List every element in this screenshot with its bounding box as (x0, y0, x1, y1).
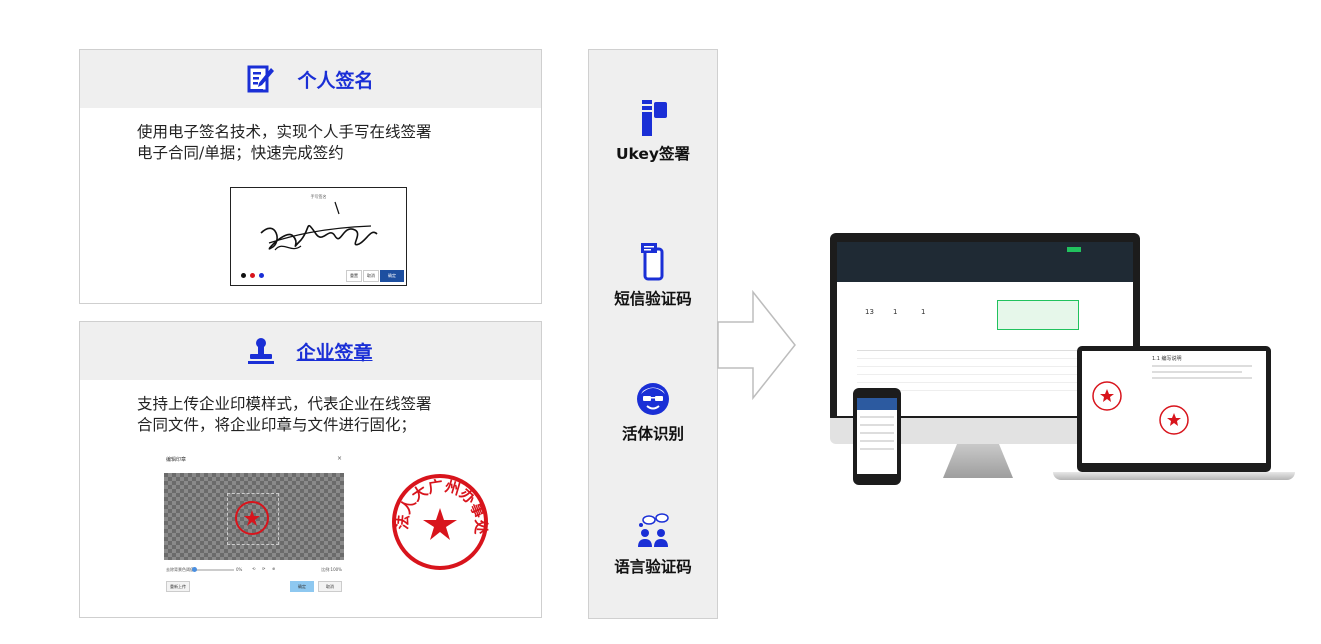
refresh-icon[interactable]: ⟳ (262, 566, 266, 571)
company-seal-description: 支持上传企业印模样式，代表企业在线签署 合同文件，将企业印章与文件进行固化； (137, 395, 432, 434)
company-seal-image: 法人大广州办事处 (392, 474, 490, 570)
company-seal-title: 企业签章 (296, 341, 373, 364)
threshold-value: 0% (236, 567, 243, 572)
personal-sign-title: 个人签名 (297, 69, 374, 92)
zoom-label: 比例:100% (321, 567, 342, 572)
stat-value: 13 (865, 308, 874, 316)
pen-document-icon (247, 65, 275, 93)
seal-canvas[interactable] (164, 473, 344, 560)
cancel-button[interactable]: 取消 (363, 270, 379, 282)
personal-sign-description: 使用电子签名技术，实现个人手写在线签署 电子合同/单据；快速完成签约 (137, 123, 432, 162)
sign-methods-column: Ukey签署 短信验证码 活体识别 语言验 (588, 49, 718, 619)
laptop-screen: 1.1 编写说明 (1082, 351, 1266, 463)
method-voice[interactable]: 语言验证码 (589, 513, 717, 577)
threshold-slider[interactable] (192, 567, 234, 572)
voice-chat-icon (638, 513, 669, 547)
seal-confirm-button[interactable]: 确定 (290, 581, 314, 592)
laptop-base (1053, 472, 1295, 480)
reupload-button[interactable]: 重新上传 (166, 581, 190, 592)
phone-screen (857, 398, 897, 474)
zoom-icon[interactable]: ⊕ (272, 566, 276, 571)
usb-key-icon (642, 100, 667, 136)
devices-illustration: 13 1 1 1.1 编写说明 (825, 228, 1295, 488)
monitor-stand (943, 444, 1013, 478)
seal-cancel-button[interactable]: 取消 (318, 581, 342, 592)
company-seal-panel: 企业签章 支持上传企业印模样式，代表企业在线签署 合同文件，将企业印章与文件进行… (79, 321, 542, 618)
crop-box[interactable] (227, 493, 279, 545)
stat-value: 1 (921, 308, 926, 316)
color-red-swatch[interactable] (250, 273, 255, 278)
confirm-button[interactable]: 确定 (380, 270, 404, 282)
method-sms[interactable]: 短信验证码 (589, 243, 717, 309)
monitor-screen: 13 1 1 (837, 242, 1133, 416)
close-icon[interactable]: × (336, 455, 342, 462)
method-ukey[interactable]: Ukey签署 (589, 100, 717, 164)
seal-editor-title: 编辑印章 (166, 457, 187, 463)
seal-preview-small (235, 501, 269, 535)
rotate-icon[interactable]: ⟲ (252, 566, 256, 571)
personal-sign-header: 个人签名 (80, 50, 541, 108)
face-icon (637, 383, 669, 415)
signature-pad[interactable]: 手写签名 重置 取消 确定 (230, 187, 407, 286)
handwritten-signature (260, 201, 378, 251)
stamp-icon (248, 338, 275, 364)
flow-arrow-icon (717, 290, 796, 400)
color-blue-swatch[interactable] (259, 273, 264, 278)
stat-value: 1 (893, 308, 898, 316)
phone-sms-icon (641, 243, 664, 281)
color-black-swatch[interactable] (241, 273, 246, 278)
threshold-label: 去除背景色阈值 (166, 567, 194, 572)
laptop-heading: 1.1 编写说明 (1152, 356, 1182, 362)
personal-sign-panel: 个人签名 使用电子签名技术，实现个人手写在线签署 电子合同/单据；快速完成签约 … (79, 49, 542, 304)
signature-pad-title: 手写签名 (310, 194, 327, 199)
reset-button[interactable]: 重置 (346, 270, 362, 282)
method-liveness[interactable]: 活体识别 (589, 382, 717, 444)
seal-editor-dialog: 编辑印章 × 去除背景色阈值 0% ⟲ ⟳ ⊕ 比例:100% 重新上传 确定 … (164, 452, 344, 594)
company-seal-header: 企业签章 (80, 322, 541, 380)
